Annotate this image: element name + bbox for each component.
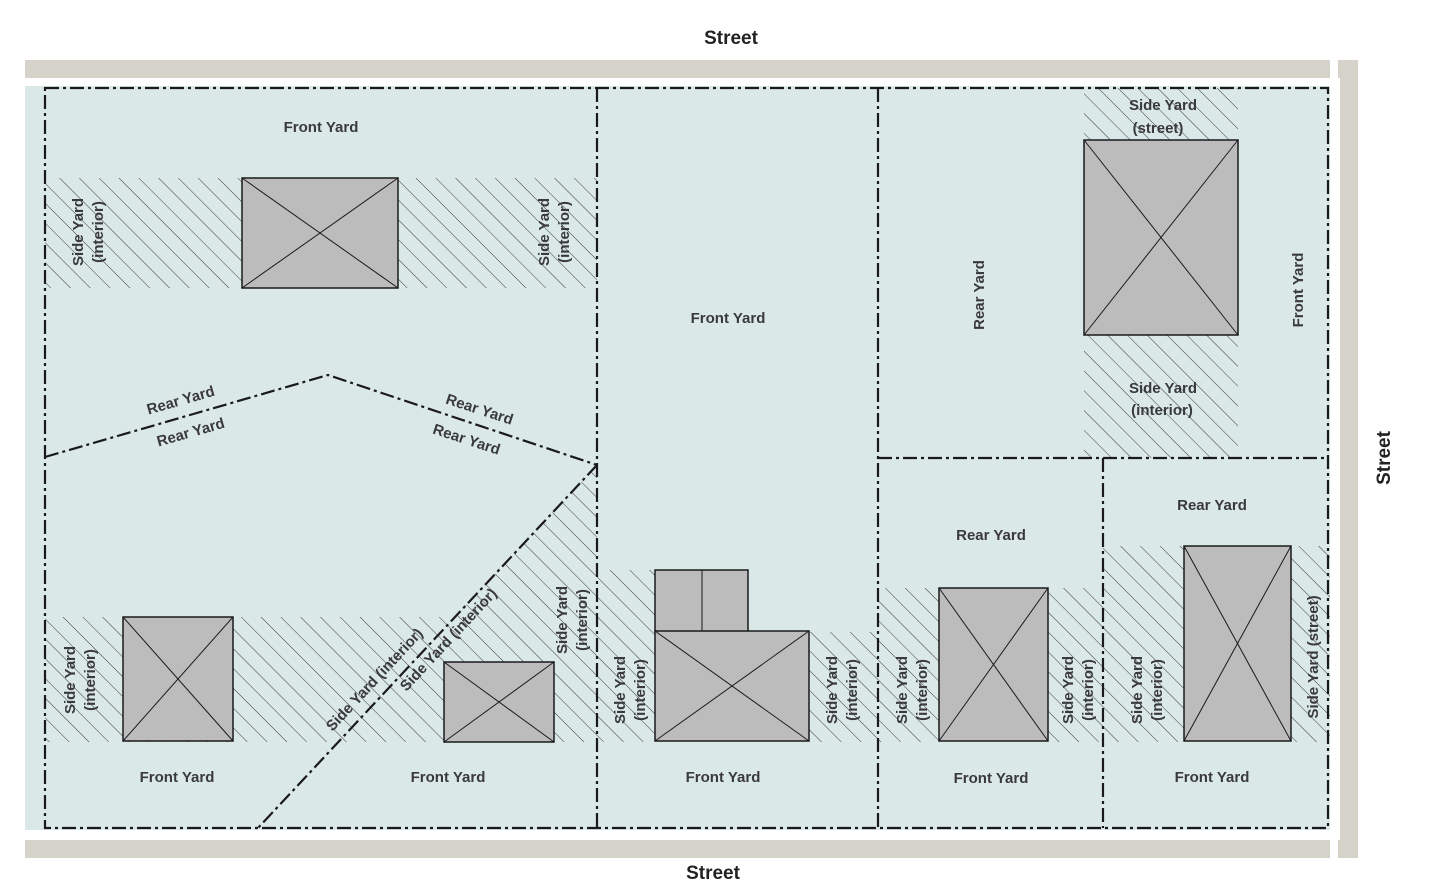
street-label-top: Street [704, 28, 759, 49]
front-yard-label: Front Yard [1175, 769, 1250, 786]
building-4 [654, 569, 810, 742]
building-5 [938, 587, 1049, 742]
building-6 [1183, 545, 1292, 742]
street-bottom [25, 840, 1358, 858]
svg-text:Side Yard: Side Yard [612, 656, 629, 724]
side-yard-interior: Side Yard (interior) [824, 656, 861, 724]
rear-yard-label: Rear Yard [956, 527, 1026, 544]
svg-text:Side Yard: Side Yard [1129, 97, 1197, 114]
svg-text:Side Yard: Side Yard [62, 646, 79, 714]
svg-text:(interior): (interior) [632, 659, 649, 721]
svg-text:Side Yard: Side Yard [1060, 656, 1077, 724]
front-yard-label: Front Yard [954, 770, 1029, 787]
street-label-right: Street [1374, 430, 1395, 485]
lot-boundaries [43, 86, 1330, 830]
svg-text:(interior): (interior) [1131, 402, 1193, 419]
rear-yard-label: Rear Yard [1177, 497, 1247, 514]
svg-text:Side Yard: Side Yard [554, 586, 571, 654]
side-yard-interior-right-upper: Side Yard (interior) [1129, 380, 1197, 419]
building-7 [1083, 139, 1239, 336]
front-yard-label: Front Yard [411, 769, 486, 786]
street-right [1340, 60, 1358, 858]
side-yard-interior: Side Yard (interior) [536, 198, 573, 266]
front-yard-label: Front Yard [284, 119, 359, 136]
side-yard-interior: Side Yard (interior) [554, 586, 591, 654]
side-yard-interior: Side Yard (interior) [1060, 656, 1097, 724]
street-top [25, 60, 1358, 78]
front-yard-label: Front Yard [691, 310, 766, 327]
front-yard-label: Front Yard [1290, 253, 1307, 328]
svg-text:(interior): (interior) [1149, 659, 1166, 721]
svg-text:Side Yard: Side Yard [1129, 380, 1197, 397]
front-yard-label: Front Yard [140, 769, 215, 786]
svg-text:(interior): (interior) [82, 649, 99, 711]
side-yard-interior: Side Yard (interior) [612, 656, 649, 724]
svg-text:Side Yard: Side Yard [1129, 656, 1146, 724]
svg-text:(interior): (interior) [90, 201, 107, 263]
svg-text:(street): (street) [1133, 120, 1184, 137]
side-yard-interior: Side Yard (interior) [1129, 656, 1166, 724]
building-1 [241, 177, 399, 289]
svg-text:(interior): (interior) [556, 201, 573, 263]
side-yard-interior: Side Yard (interior) [894, 656, 931, 724]
side-yard-interior: Side Yard (interior) [62, 646, 99, 714]
svg-text:(interior): (interior) [914, 659, 931, 721]
side-yard-street-vertical: Side Yard (street) [1305, 595, 1322, 718]
side-yard-street-top: Side Yard (street) [1129, 97, 1197, 137]
building-3 [443, 661, 555, 743]
street-label-bottom: Street [686, 863, 741, 884]
svg-text:(interior): (interior) [844, 659, 861, 721]
svg-text:Side Yard: Side Yard [894, 656, 911, 724]
rear-yard-label: Rear Yard [971, 260, 988, 330]
svg-text:(interior): (interior) [1080, 659, 1097, 721]
front-yard-label: Front Yard [686, 769, 761, 786]
svg-text:Side Yard: Side Yard [824, 656, 841, 724]
svg-text:Side Yard: Side Yard [70, 198, 87, 266]
svg-text:Side Yard: Side Yard [536, 198, 553, 266]
building-2 [122, 616, 234, 742]
side-yard-interior: Side Yard (interior) [70, 198, 107, 266]
svg-text:(interior): (interior) [574, 589, 591, 651]
